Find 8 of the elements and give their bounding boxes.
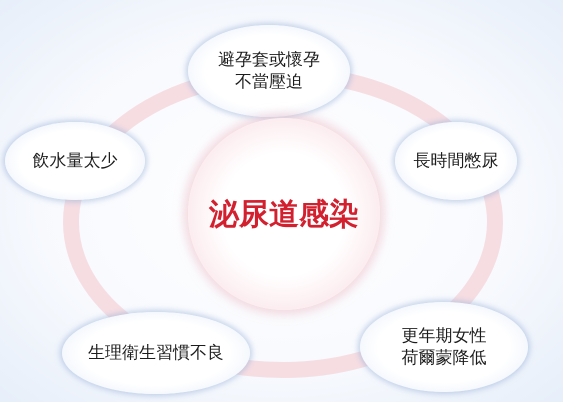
cause-text: 飲水量太少 [32,150,118,172]
cause-text: 長時間憋尿 [414,150,498,172]
cause-oval [395,122,517,200]
cause-text: 避孕套或懷孕不當壓迫 [217,48,321,94]
cause-text: 生理衛生習慣不良 [88,342,224,364]
topic-title: 泌尿道感染 [209,196,359,234]
cause-oval [5,122,145,200]
cause-text: 更年期女性荷爾蒙降低 [400,324,488,370]
